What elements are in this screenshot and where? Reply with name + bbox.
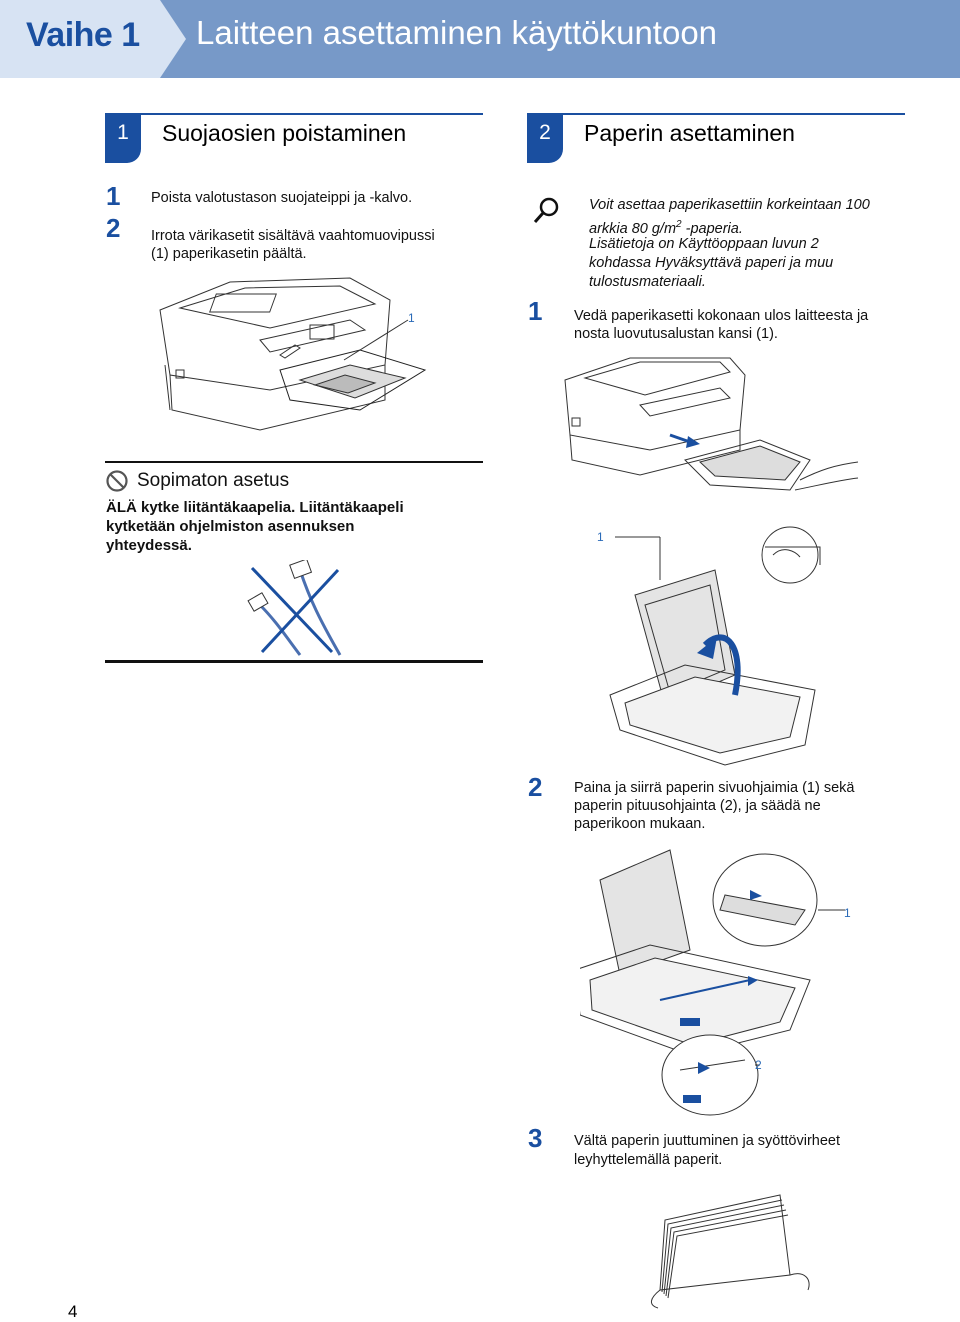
right-section-rule [527,113,905,115]
caution-line-1: ÄLÄ kytke liitäntäkaapelia. Liitäntäkaap… [106,499,404,516]
right-step-1-line2: nosta luovutusalustan kansi (1). [574,326,778,342]
header-step-chevron [0,0,186,78]
note-line-5: tulostusmateriaali. [589,274,706,290]
left-callout-1-leader [343,319,409,361]
right-step-3-line1: Vältä paperin juuttuminen ja syöttövirhe… [574,1133,840,1149]
right-step-1-number: 1 [528,296,543,326]
left-section-rule [105,113,483,115]
right-section-number: 2 [527,113,563,163]
right-step-3-number: 3 [528,1123,543,1153]
right-step-2-line1: Paina ja siirrä paperin sivuohjaimia (1)… [574,780,855,796]
right-step-2-line2: paperin pituusohjainta (2), ja säädä ne [574,798,821,814]
header-step-label: Vaihe 1 [26,16,140,54]
caution-top-rule [105,461,483,463]
right-callout-1a: 1 [597,530,604,544]
magnifier-note-icon [533,197,559,223]
left-section-number: 1 [105,113,141,163]
left-step-2-number: 2 [106,213,121,243]
note-line-4: kohdassa Hyväksyttävä paperi ja muu [589,255,834,271]
right-step-3-line2: leyhyttelemällä paperit. [574,1152,723,1168]
pull-out-tray-illustration [564,357,859,491]
caution-line-3: yhteydessä. [106,537,192,554]
left-callout-1: 1 [408,311,415,325]
note-line-2: arkkia 80 g/m2 -paperia. [589,219,743,237]
note-line-1: Voit asettaa paperikasettiin korkeintaan… [589,197,870,213]
right-callout-2: 2 [755,1058,762,1072]
header-title: Laitteen asettaminen käyttökuntoon [196,14,718,51]
right-section-title: Paperin asettaminen [584,120,795,146]
left-step-2-text-line1: Irrota värikasetit sisältävä vaahtomuovi… [151,228,435,244]
paper-guides-illustration [580,849,845,1116]
left-step-1-number: 1 [106,181,121,211]
note-line-3: Lisätietoja on Käyttöoppaan luvun 2 [589,236,819,252]
tray-cover-lifted-illustration [609,526,821,766]
fan-paper-illustration [651,1194,810,1309]
caution-bottom-rule [105,660,483,663]
right-callout-1b: 1 [844,906,851,920]
left-section-title: Suojaosien poistaminen [162,120,407,146]
crossed-cable-illustration [247,560,342,656]
left-step-1-text: Poista valotustason suojateippi ja -kalv… [151,190,413,206]
left-step-2-text-line2: (1) paperikasetin päältä. [151,246,307,262]
right-step-2-number: 2 [528,772,543,802]
caution-line-2: kytketään ohjelmiston asennuksen [106,518,355,535]
page-number: 4 [68,1302,78,1321]
prohibited-icon [106,470,128,492]
right-step-1-line1: Vedä paperikasetti kokonaan ulos laittee… [574,308,869,324]
right-step-2-line3: paperikoon mukaan. [574,816,706,832]
caution-title: Sopimaton asetus [137,470,290,491]
